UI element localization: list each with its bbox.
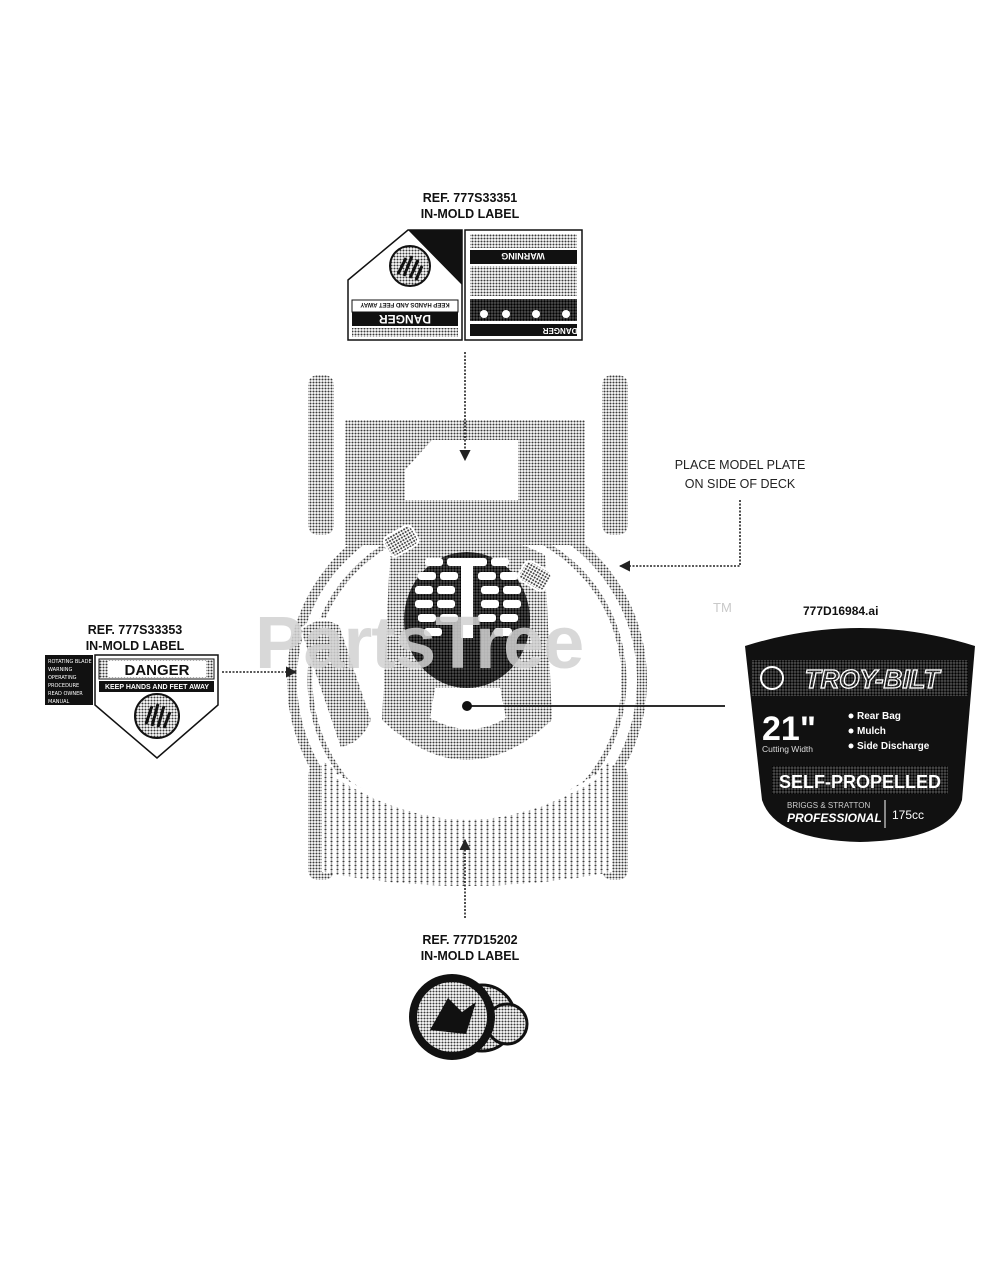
- mower-top-view: [287, 375, 647, 886]
- decal-feature-2: Mulch: [857, 726, 886, 737]
- rear-right-wheel: [602, 375, 628, 535]
- top-label-warning-text: WARNING: [501, 251, 545, 261]
- decal-cut-width: 21": [762, 710, 816, 748]
- left-label-side-line-6: MANUAL: [48, 699, 70, 705]
- left-label-side-line-3: OPERATING: [48, 675, 77, 681]
- left-label-hand-icon: [134, 693, 180, 739]
- left-label-side-line-4: PROCEDURE: [48, 683, 79, 689]
- left-label-side-line-5: READ OWNER: [48, 691, 83, 697]
- left-label-ref: REF. 777S33353: [87, 623, 183, 637]
- model-plate-note: PLACE MODEL PLATE ON SIDE OF DECK: [650, 456, 830, 494]
- decal-engine-brand: BRIGGS & STRATTON: [787, 801, 870, 810]
- left-label-danger-subtext: KEEP HANDS AND FEET AWAY: [105, 684, 209, 691]
- deck-front-skirt: [322, 760, 612, 886]
- top-label-danger-subtext: KEEP HANDS AND FEET AWAY: [360, 301, 449, 307]
- engine-fins: [415, 558, 521, 636]
- decal-feature-1: Rear Bag: [857, 711, 901, 722]
- bottom-label-symbol: [430, 998, 476, 1034]
- model-plate-leader: [618, 500, 741, 572]
- decal-position-dot: [462, 701, 472, 711]
- watermark: PartsTree: [255, 601, 584, 684]
- top-label-bottom-tag: DANGER: [542, 326, 577, 335]
- bottom-label-type: IN-MOLD LABEL: [420, 949, 520, 963]
- decal-cut-caption: Cutting Width: [762, 744, 813, 754]
- decal-drive: SELF-PROPELLED: [779, 772, 941, 792]
- decal-brand: TROY-BILT: [805, 664, 942, 694]
- top-danger-warning-label: DANGER KEEP HANDS AND FEET AWAY WARNING …: [347, 229, 583, 341]
- troy-bilt-decal: TROY-BILT 21" Cutting Width Rear Bag Mul…: [745, 628, 975, 842]
- decal-displacement: 175cc: [892, 808, 924, 822]
- rear-label-area: [405, 440, 518, 500]
- deck-front-arc: [333, 773, 602, 820]
- left-danger-label: ROTATING BLADE WARNING OPERATING PROCEDU…: [45, 654, 219, 759]
- drawing-file-name: 777D16984.ai: [803, 604, 879, 618]
- top-label-dark-triangle: [408, 230, 462, 285]
- decal-brand-bar: [752, 660, 968, 696]
- bottom-label-callout: REF. 777D15202 IN-MOLD LABEL: [380, 932, 560, 964]
- left-label-callout: REF. 777S33353 IN-MOLD LABEL: [45, 622, 225, 654]
- bottom-label-ref: REF. 777D15202: [422, 933, 518, 947]
- left-label-danger-heading: DANGER: [124, 662, 189, 679]
- model-plate-note-line-1: PLACE MODEL PLATE: [674, 458, 806, 472]
- decal-brand-logo: [760, 666, 784, 690]
- decal-engine-line: PROFESSIONAL: [787, 811, 882, 825]
- handle-bracket-left: [382, 524, 420, 558]
- rear-left-wheel: [308, 375, 334, 535]
- top-label-ref: REF. 777S33351: [422, 191, 518, 205]
- left-label-type: IN-MOLD LABEL: [85, 639, 185, 653]
- top-label-hand-icon: [389, 245, 431, 287]
- engine-center-spine: [461, 558, 473, 638]
- left-label-side-line-2: WARNING: [48, 667, 73, 673]
- watermark-trademark: TM: [713, 600, 732, 615]
- leader-lines: [222, 352, 741, 918]
- handle-bracket-right: [517, 560, 553, 592]
- decal-feature-3: Side Discharge: [857, 741, 930, 752]
- left-label-side-panel: [45, 655, 93, 705]
- model-plate-note-line-2: ON SIDE OF DECK: [684, 477, 796, 491]
- top-label-type: IN-MOLD LABEL: [420, 207, 520, 221]
- top-label-danger-text: DANGER: [379, 312, 431, 326]
- bottom-round-label: [409, 974, 529, 1060]
- top-label-callout: REF. 777S33351 IN-MOLD LABEL: [380, 190, 560, 222]
- left-label-side-line-1: ROTATING BLADE: [48, 659, 92, 665]
- side-discharge-chute: [298, 618, 374, 750]
